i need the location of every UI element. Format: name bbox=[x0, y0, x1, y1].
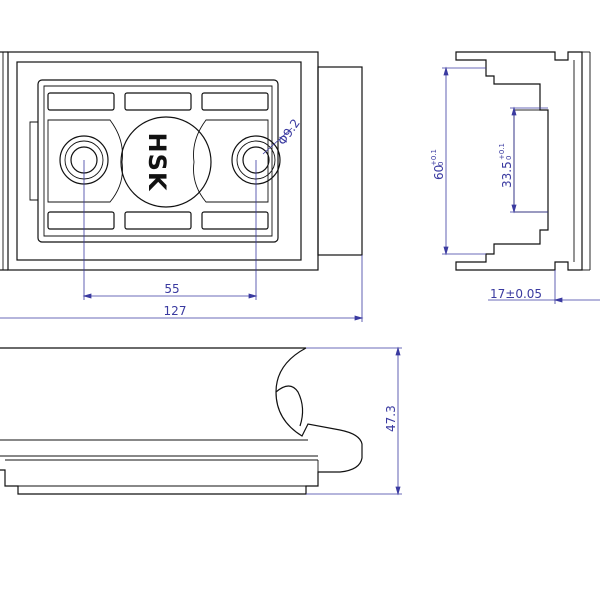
dim-33-label: 33.5 bbox=[500, 161, 514, 188]
plate-notch-left bbox=[29, 121, 38, 201]
dim-33-lower: 0 bbox=[505, 156, 513, 160]
side-view: 60 +0.1 0 33.5 +0.1 0 17±0.05 bbox=[430, 51, 600, 304]
dim-17-arrow bbox=[553, 297, 563, 303]
bottom-hook-inner bbox=[275, 385, 304, 427]
front-inner-frame bbox=[16, 61, 302, 261]
dim-127-arrow bbox=[354, 315, 364, 321]
slot-top-right bbox=[201, 92, 269, 111]
bottom-profile bbox=[0, 347, 363, 495]
front-view: HSK 55 127 Φ9.2 bbox=[0, 51, 364, 322]
dim-60-label: 60 bbox=[432, 165, 446, 180]
dim-47-arrows bbox=[395, 346, 401, 496]
dim-17-label: 17±0.05 bbox=[490, 287, 542, 301]
dim-dia-leader bbox=[262, 127, 293, 155]
dim-47-label: 47.3 bbox=[384, 405, 398, 432]
recess-left bbox=[47, 119, 123, 203]
inner-panel bbox=[43, 85, 273, 237]
slot-top-left bbox=[47, 92, 115, 111]
dim-60-label-group: 60 +0.1 0 bbox=[430, 149, 446, 180]
dim-33-upper: +0.1 bbox=[498, 143, 506, 160]
recess-right bbox=[193, 119, 269, 203]
dim-33-label-group: 33.5 +0.1 0 bbox=[498, 143, 514, 188]
slot-bottom-center bbox=[124, 211, 192, 230]
side-pocket bbox=[513, 109, 549, 213]
slot-top-center bbox=[124, 92, 192, 111]
dim-55-arrows bbox=[82, 293, 258, 299]
dim-33-arrows bbox=[511, 106, 517, 214]
dim-dia-label: Φ9.2 bbox=[275, 116, 303, 147]
dim-55-label: 55 bbox=[164, 282, 179, 296]
slot-bottom-right bbox=[201, 211, 269, 230]
dim-127-label: 127 bbox=[164, 304, 187, 318]
bottom-view: 47.3 bbox=[0, 346, 402, 496]
logo-text: HSK bbox=[143, 133, 171, 192]
slot-bottom-left bbox=[47, 211, 115, 230]
side-profile bbox=[455, 51, 583, 271]
dim-60-lower: 0 bbox=[437, 162, 445, 166]
center-boss bbox=[120, 116, 212, 208]
dim-60-upper: +0.1 bbox=[430, 149, 438, 166]
front-side-block bbox=[317, 66, 363, 256]
dim-60-arrows bbox=[443, 66, 449, 256]
face-plate bbox=[37, 79, 279, 243]
